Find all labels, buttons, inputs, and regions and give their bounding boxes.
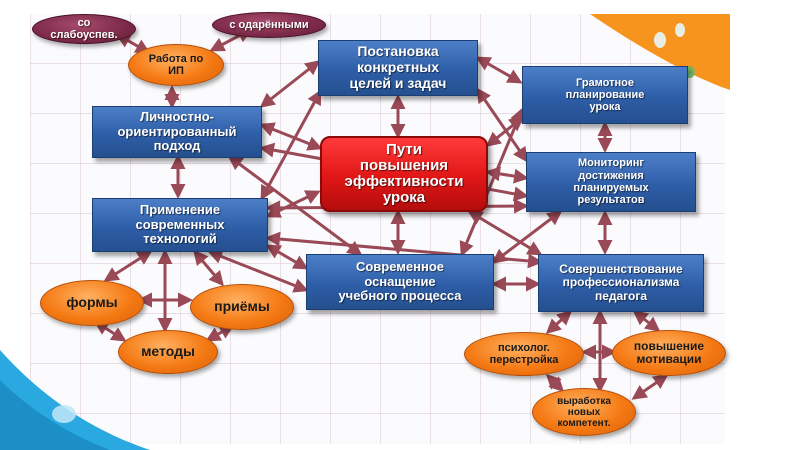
oval-new-competencies: выработка новых компетент.: [532, 388, 636, 436]
box-goals-setting: Постановка конкретных целей и задач: [318, 40, 478, 96]
oval-ip-work: Работа по ИП: [128, 44, 224, 86]
box-modern-technologies: Применение современных технологий: [92, 198, 268, 252]
box-personal-approach: Личностно- ориентированный подход: [92, 106, 262, 158]
center-lesson-efficiency: Пути повышения эффективности урока: [320, 136, 488, 212]
box-modern-equipment: Современное оснащение учебного процесса: [306, 254, 494, 310]
oval-weak-students: со слабоуспев.: [32, 14, 136, 44]
box-lesson-planning: Грамотное планирование урока: [522, 66, 688, 124]
box-professionalism: Совершенствование профессионализма педаг…: [538, 254, 704, 312]
oval-techniques: приёмы: [190, 284, 294, 330]
oval-forms: формы: [40, 280, 144, 326]
oval-gifted-students: с одарёнными: [212, 12, 326, 38]
oval-psych-restructuring: психолог. перестройка: [464, 332, 584, 376]
box-monitoring: Мониторинг достижения планируемых резуль…: [526, 152, 696, 212]
oval-motivation: повышение мотивации: [612, 330, 726, 376]
oval-methods: методы: [118, 330, 218, 374]
